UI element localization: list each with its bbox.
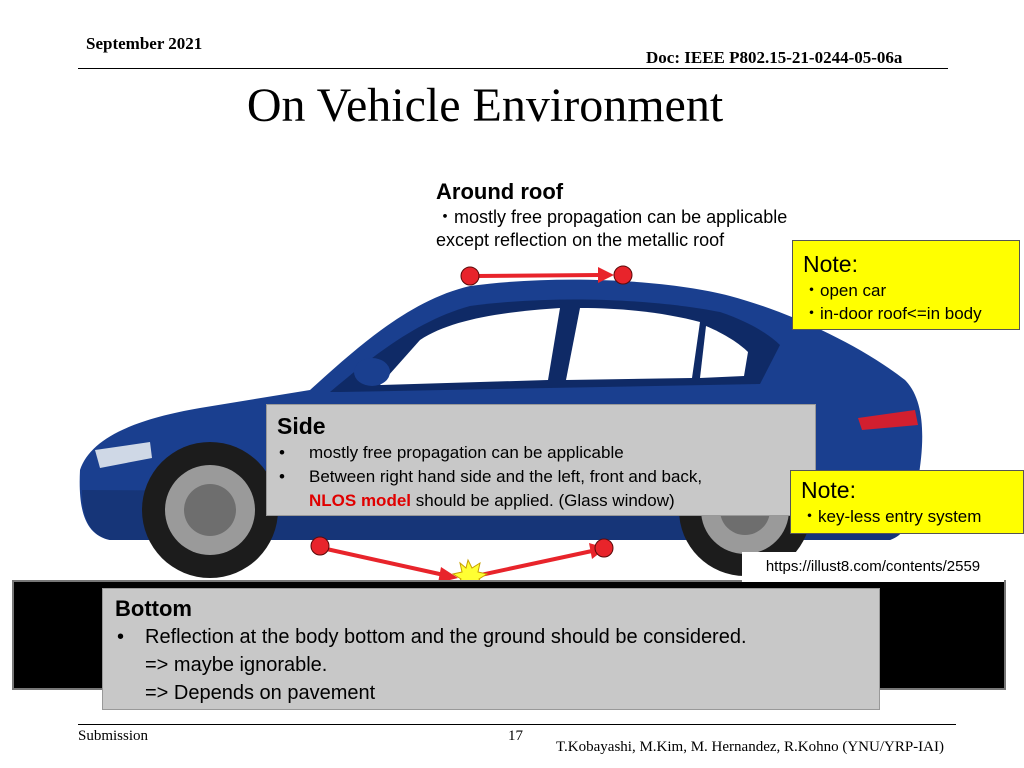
- footer-page-number: 17: [508, 728, 523, 744]
- taillight: [858, 410, 918, 430]
- bottom-bullet-1-text: Reflection at the body bottom and the gr…: [145, 626, 747, 648]
- slide-title: On Vehicle Environment: [246, 79, 724, 132]
- side-description-box: Side mostly free propagation can be appl…: [266, 404, 816, 516]
- side-bullet-2-rest: should be applied. (Glass window): [411, 491, 675, 510]
- front-wheel-hub: [184, 484, 236, 536]
- side-mirror: [354, 358, 390, 386]
- rear-window: [566, 308, 700, 380]
- bottom-arrow-line-1: [321, 546, 445, 577]
- side-bullet-1: mostly free propagation can be applicabl…: [277, 441, 815, 465]
- footer-divider: [78, 724, 956, 725]
- roof-node-right: [613, 265, 633, 285]
- roof-arrow-head: [598, 267, 614, 283]
- bottom-node-left: [310, 536, 330, 556]
- note2-line-1: ・key-less entry system: [801, 507, 982, 526]
- side-bullet-2: Between right hand side and the left, fr…: [277, 465, 815, 513]
- note1-heading: Note:: [803, 251, 858, 277]
- bottom-node-right: [594, 538, 614, 558]
- bottom-line-3: => Depends on pavement: [145, 682, 376, 704]
- front-window: [380, 308, 560, 385]
- note1-line-1: ・open car: [803, 281, 887, 300]
- footer-authors: T.Kobayashi, M.Kim, M. Hernandez, R.Kohn…: [556, 739, 944, 755]
- header-doc-id: Doc: IEEE P802.15-21-0244-05-06a: [646, 48, 903, 67]
- bottom-arrow-head-1: [438, 567, 458, 583]
- side-bullet-2-text: Between right hand side and the left, fr…: [309, 467, 703, 486]
- footer-submission: Submission: [78, 728, 149, 744]
- note-box-side: Note: ・key-less entry system: [790, 470, 1024, 534]
- roof-arrow-line: [475, 273, 601, 278]
- side-heading: Side: [277, 413, 326, 439]
- bottom-bullet-1: Reflection at the body bottom and the gr…: [115, 623, 879, 651]
- quarter-window: [700, 326, 748, 378]
- nlos-model-highlight: NLOS model: [309, 491, 412, 510]
- bottom-arrow-line-2: [475, 549, 593, 578]
- side-bullet-1-text: mostly free propagation can be applicabl…: [309, 443, 624, 462]
- roof-node-left: [460, 266, 480, 286]
- note-box-roof: Note: ・open car ・in-door roof<=in body: [792, 240, 1020, 330]
- header-divider: [78, 68, 948, 69]
- roof-heading: Around roof: [436, 179, 564, 204]
- note1-line-2: ・in-door roof<=in body: [803, 304, 982, 323]
- bottom-description-box: Bottom Reflection at the body bottom and…: [102, 588, 880, 710]
- bottom-heading: Bottom: [115, 596, 192, 621]
- roof-description: Around roof ・mostly free propagation can…: [436, 178, 856, 252]
- roof-line-2: except reflection on the metallic roof: [436, 230, 725, 250]
- headlight: [95, 442, 152, 468]
- note2-heading: Note:: [801, 477, 856, 503]
- bottom-line-2: => maybe ignorable.: [145, 654, 328, 676]
- roof-line-1: ・mostly free propagation can be applicab…: [436, 207, 788, 227]
- image-credit-url: https://illust8.com/contents/2559: [742, 552, 1004, 582]
- header-date: September 2021: [86, 34, 203, 53]
